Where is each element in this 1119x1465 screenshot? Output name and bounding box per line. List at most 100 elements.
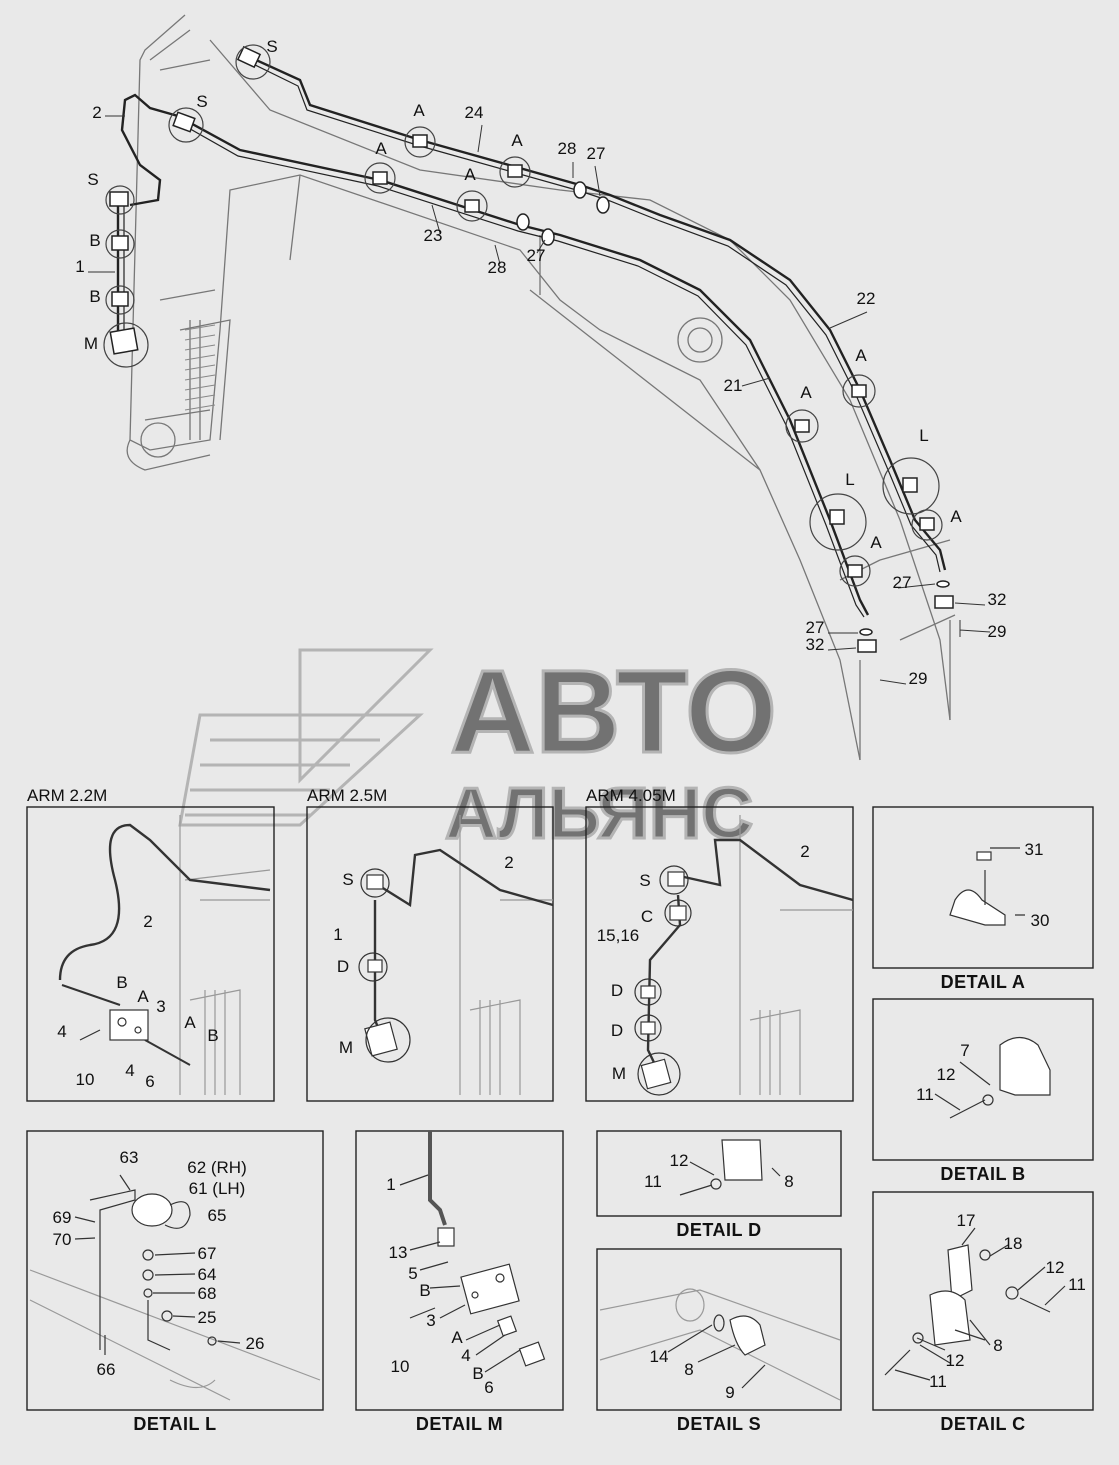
panel-detail-c: [872, 1191, 1094, 1411]
detS-callout: 14: [650, 1347, 669, 1366]
callout-27-c: 27: [893, 573, 912, 592]
panel-detail-m: [355, 1130, 564, 1411]
callout-A-5: A: [855, 346, 867, 365]
callout-A-3: A: [375, 139, 387, 158]
callout-27-d: 27: [806, 618, 825, 637]
callout-M-1: M: [84, 334, 98, 353]
detM-callout: B: [419, 1281, 430, 1300]
arm25-callout: 1: [333, 925, 342, 944]
arm25-callout: S: [342, 870, 353, 889]
detC-callout: 12: [946, 1351, 965, 1370]
arm405-callout: 15,16: [597, 926, 640, 945]
callout-28-b: 28: [488, 258, 507, 277]
detD-caption: DETAIL D: [676, 1220, 761, 1240]
detL-callout: 65: [208, 1206, 227, 1225]
callout-22: 22: [857, 289, 876, 308]
arm405-title: ARM 4.05M: [586, 786, 676, 805]
callout-A-6: A: [800, 383, 812, 402]
detM-callout: A: [451, 1328, 463, 1347]
callout-32-a: 32: [988, 590, 1007, 609]
detM-callout: 10: [391, 1357, 410, 1376]
detB-callout: 12: [937, 1065, 956, 1084]
watermark-line2: АЛЬЯНС: [445, 774, 753, 854]
callout-21: 21: [724, 376, 743, 395]
tube-2: [120, 93, 186, 207]
detC-callout: 11: [1068, 1275, 1086, 1294]
callout-A-8: A: [870, 533, 882, 552]
arm22-callout: B: [207, 1026, 218, 1045]
arm22-callout: A: [137, 987, 149, 1006]
detL-callout: 63: [120, 1148, 139, 1167]
arm25-callout: D: [337, 957, 349, 976]
watermark: АВТО АЛЬЯНС: [178, 645, 778, 856]
detL-callout: 68: [198, 1284, 217, 1303]
callout-24: 24: [465, 103, 484, 122]
panel-detail-b: [872, 998, 1094, 1161]
detL-caption: DETAIL L: [133, 1414, 216, 1434]
arm22-callout: 2: [143, 912, 152, 931]
panel-frames: [26, 806, 1094, 1411]
detD-callout: 11: [644, 1172, 662, 1191]
arm22-title: ARM 2.2M: [27, 786, 107, 805]
arm22-callout: 10: [76, 1070, 95, 1089]
detL-callout: 61 (LH): [189, 1179, 246, 1198]
detB-callout: 7: [960, 1041, 969, 1060]
detA-caption: DETAIL A: [941, 972, 1026, 992]
detD-callout: 8: [784, 1172, 793, 1191]
hydraulic-tubes: [116, 53, 947, 618]
tube-24: [244, 53, 947, 571]
boom-outline: [126, 14, 956, 761]
callout-S-2: S: [196, 92, 207, 111]
detC-callout: 11: [929, 1372, 947, 1391]
panel-arm-2-2m: [26, 806, 275, 1102]
callout-B-2: B: [89, 287, 100, 306]
arm22-callout: B: [116, 973, 127, 992]
callout-29-a: 29: [988, 622, 1007, 641]
detD-callout: 12: [670, 1151, 689, 1170]
detC-callout: 8: [993, 1336, 1002, 1355]
tube-23: [184, 118, 870, 616]
panel-detail-a: [872, 806, 1094, 969]
callout-A-1: A: [413, 101, 425, 120]
callout-A-2: A: [511, 131, 523, 150]
detL-callout: 66: [97, 1360, 116, 1379]
callout-B-1: B: [89, 231, 100, 250]
detS-callout: 9: [725, 1383, 734, 1402]
detB-callout: 11: [916, 1085, 934, 1104]
callout-A-7: A: [950, 507, 962, 526]
detA-callout: 30: [1031, 911, 1050, 930]
detA-callout: 31: [1025, 840, 1044, 859]
detC-caption: DETAIL C: [940, 1414, 1025, 1434]
arm22-callout: 6: [145, 1072, 154, 1091]
callout-L-1: L: [919, 426, 928, 445]
detL-callout: 69: [53, 1208, 72, 1227]
panel-detail-s: [596, 1248, 842, 1411]
detC-callout: 12: [1046, 1258, 1065, 1277]
callout-1-a: 1: [75, 257, 84, 276]
detM-callout: 13: [389, 1243, 408, 1262]
arm405-callout: D: [611, 1021, 623, 1040]
detM-callout: 5: [408, 1264, 417, 1283]
arm25-callout: M: [339, 1038, 353, 1057]
detail-marker-circles: [103, 44, 943, 587]
callout-27-b: 27: [527, 246, 546, 265]
detC-callout: 17: [957, 1211, 976, 1230]
fitting-icons: [109, 45, 954, 653]
arm22-callout: 4: [125, 1061, 134, 1080]
arm25-title: ARM 2.5M: [307, 786, 387, 805]
detL-callout: 67: [198, 1244, 217, 1263]
detS-callout: 8: [684, 1360, 693, 1379]
detM-callout: 4: [461, 1346, 470, 1365]
detL-callout: 25: [198, 1308, 217, 1327]
panel-arm-2-5m: [306, 806, 554, 1102]
arm25-callout: 2: [504, 853, 513, 872]
detL-callout: 64: [198, 1265, 217, 1284]
detL-callout: 62 (RH): [187, 1158, 247, 1177]
panel-detail-d: [596, 1130, 842, 1217]
detC-callout: 18: [1004, 1234, 1023, 1253]
detM-caption: DETAIL M: [416, 1414, 503, 1434]
detB-caption: DETAIL B: [940, 1164, 1025, 1184]
